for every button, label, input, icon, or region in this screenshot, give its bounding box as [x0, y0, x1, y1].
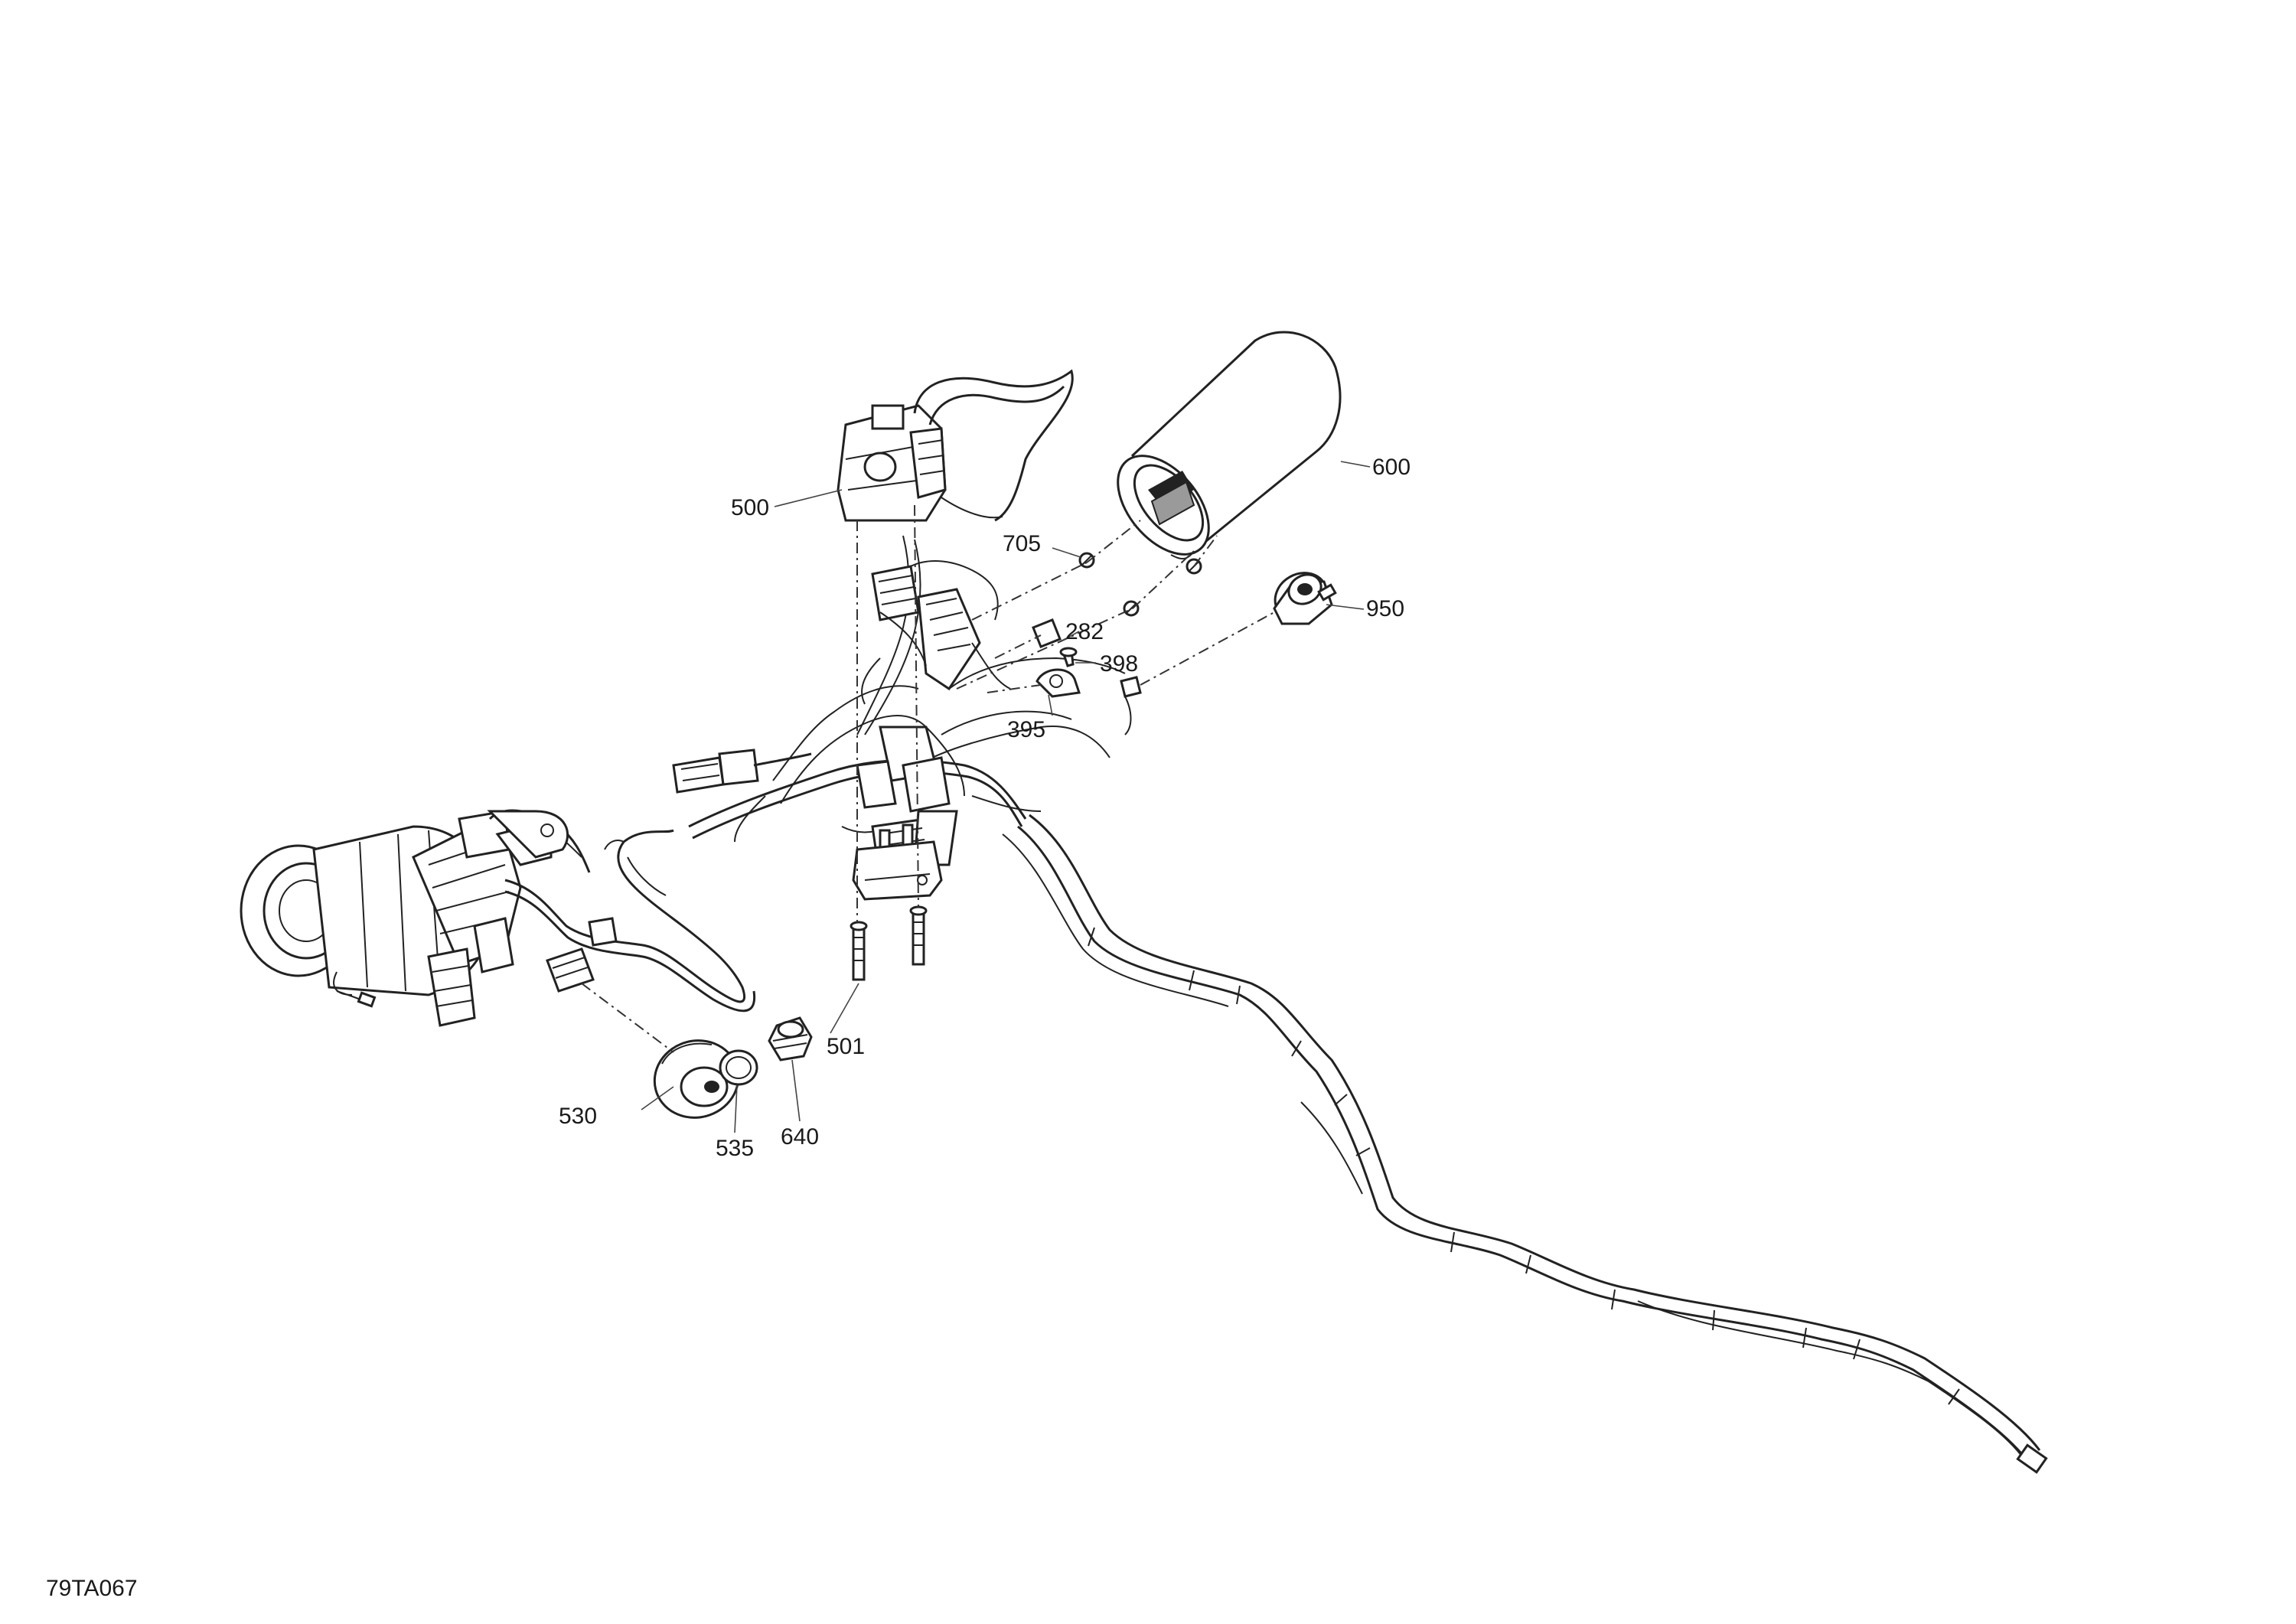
callout-950: 950: [1366, 596, 1404, 621]
small-parts: [1032, 618, 1142, 735]
part-530-motor: [653, 1039, 740, 1119]
leader-lines: [641, 461, 1371, 1133]
callout-labels: 500 501 530 535 640 600 705 282 398 395 …: [559, 455, 1411, 1161]
part-500-switch-housing: [837, 369, 1074, 522]
callout-395: 395: [1007, 717, 1045, 742]
callout-535: 535: [716, 1136, 754, 1161]
part-640-nut: [768, 1016, 813, 1061]
figure-id: 79TA067: [46, 1576, 138, 1601]
callout-501: 501: [827, 1034, 865, 1059]
callout-705: 705: [1003, 531, 1041, 556]
callout-600: 600: [1372, 455, 1411, 480]
callout-500: 500: [731, 495, 769, 520]
left-wires: [504, 829, 756, 1013]
central-harness: [672, 535, 1126, 901]
callout-530: 530: [559, 1104, 597, 1129]
part-600-cylinder: [1117, 331, 1342, 559]
part-950-socket: [1273, 572, 1337, 625]
assembly-lines: [581, 504, 1275, 1053]
callout-282: 282: [1065, 619, 1104, 644]
callout-398: 398: [1100, 651, 1138, 677]
callout-640: 640: [781, 1124, 819, 1150]
left-actuator-assembly: [240, 809, 591, 1027]
bolts-501: [850, 905, 928, 981]
upper-connectors: [871, 560, 1011, 691]
main-harness: [1002, 814, 2048, 1474]
part-535-ring: [719, 1049, 758, 1086]
